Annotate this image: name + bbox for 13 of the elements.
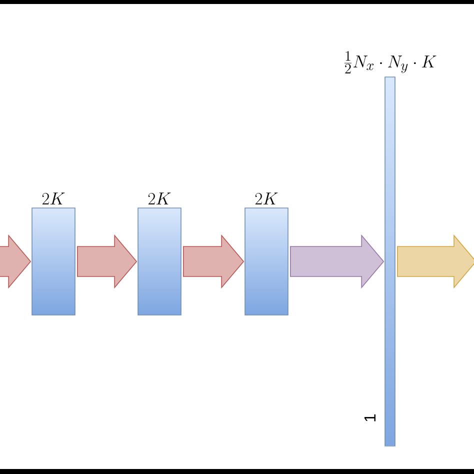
layer-box: $2K$	[32, 192, 76, 316]
layer-box: $2K$	[138, 192, 182, 316]
node-label: $\frac{1}{2}N_x\cdot N_y\cdot K$	[344, 51, 436, 74]
block-arrow	[290, 234, 384, 289]
block-arrow	[77, 234, 138, 289]
node-label: $2K$	[42, 192, 65, 204]
block-arrow	[183, 234, 244, 289]
node-label: $2K$	[255, 192, 278, 204]
node-label: $2K$	[148, 192, 171, 204]
layer-box: $2K$	[244, 192, 288, 316]
block-arrow	[397, 234, 474, 289]
block-arrow	[0, 234, 32, 289]
tick-label: 1	[364, 414, 376, 422]
